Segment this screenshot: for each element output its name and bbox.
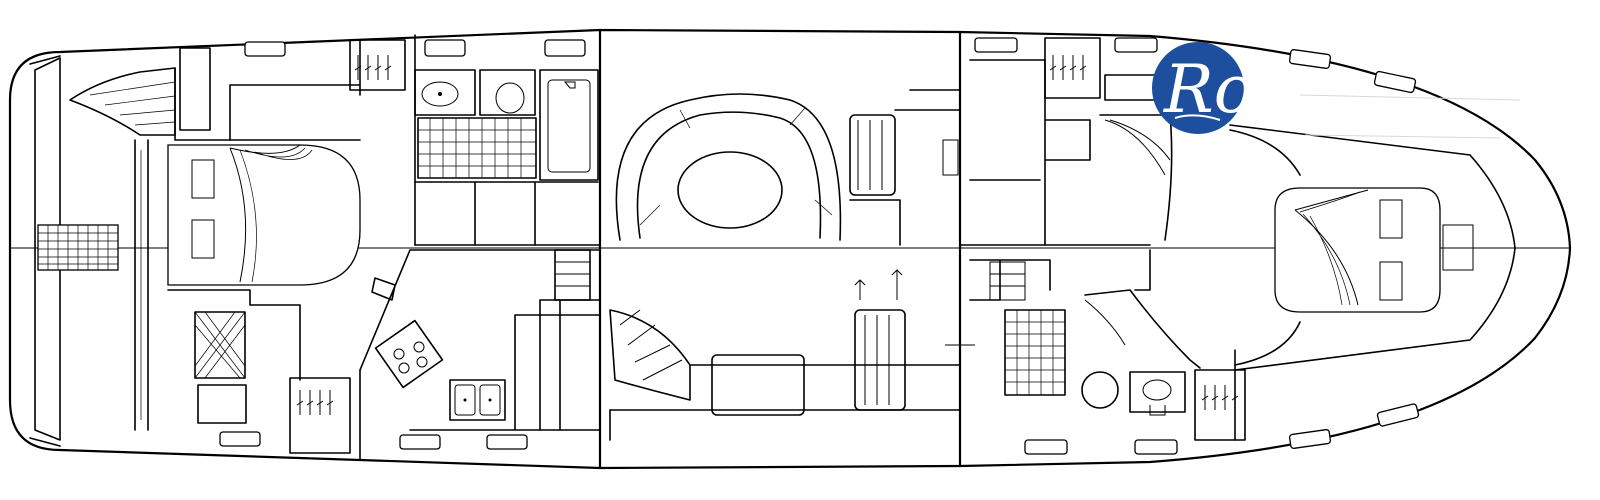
- broker-logo: Ro: [1152, 42, 1521, 139]
- aft-stair: [69, 67, 176, 136]
- porthole: [974, 37, 1018, 53]
- toilet: [495, 82, 525, 114]
- bulkheads: [359, 30, 1236, 468]
- chair: [849, 114, 896, 196]
- companionway-steps: [554, 249, 591, 301]
- shower-grate: [1004, 309, 1066, 396]
- console: [942, 139, 959, 176]
- toilet: [1081, 371, 1119, 409]
- hanging-locker: [349, 39, 406, 91]
- cabinet: [197, 384, 247, 424]
- forward-vberth: [1229, 49, 1516, 449]
- sink: [1142, 379, 1172, 401]
- porthole: [399, 434, 441, 450]
- shower-grate: [417, 117, 537, 179]
- guest-berth: [1099, 114, 1173, 241]
- hanging-locker: [1194, 369, 1246, 441]
- chair: [854, 309, 906, 411]
- aft-head: [414, 39, 599, 246]
- forward-cabins: [945, 37, 1246, 455]
- settee: [615, 93, 842, 241]
- pillow: [1379, 199, 1403, 239]
- cabinet: [1104, 74, 1156, 101]
- vanity: [1129, 371, 1186, 413]
- logo-badge: [1152, 42, 1244, 134]
- porthole: [1373, 70, 1417, 94]
- pillow: [1379, 261, 1403, 301]
- salon: [609, 89, 961, 441]
- ottoman: [711, 354, 805, 416]
- porthole: [424, 39, 466, 57]
- porthole: [244, 41, 286, 57]
- porthole: [1288, 429, 1332, 449]
- porthole: [486, 434, 528, 450]
- dinette-table: [677, 151, 783, 229]
- sink: [421, 81, 459, 107]
- porthole: [1134, 439, 1178, 455]
- aft-master-stateroom: [167, 39, 406, 454]
- toilet-space: [479, 69, 536, 116]
- ottoman: [194, 311, 246, 379]
- galley: [359, 249, 601, 450]
- double-sink: [449, 379, 506, 421]
- night-stand: [1442, 224, 1474, 271]
- porthole: [1024, 439, 1068, 455]
- pillow: [191, 159, 215, 199]
- master-bed: [167, 144, 361, 286]
- porthole: [544, 39, 586, 57]
- hanging-locker: [289, 377, 351, 454]
- bow-cabin-outline: [1229, 124, 1516, 371]
- porthole: [1376, 403, 1420, 427]
- porthole: [1288, 49, 1332, 69]
- logo-monogram: Ro: [1163, 51, 1253, 128]
- porthole: [1114, 37, 1158, 53]
- pillow: [191, 219, 215, 259]
- aft-cockpit: [34, 57, 176, 441]
- cooktop: [374, 319, 444, 389]
- porthole: [219, 431, 261, 447]
- shower: [539, 69, 599, 181]
- vanity: [414, 69, 476, 116]
- vberth-bed: [1274, 187, 1441, 313]
